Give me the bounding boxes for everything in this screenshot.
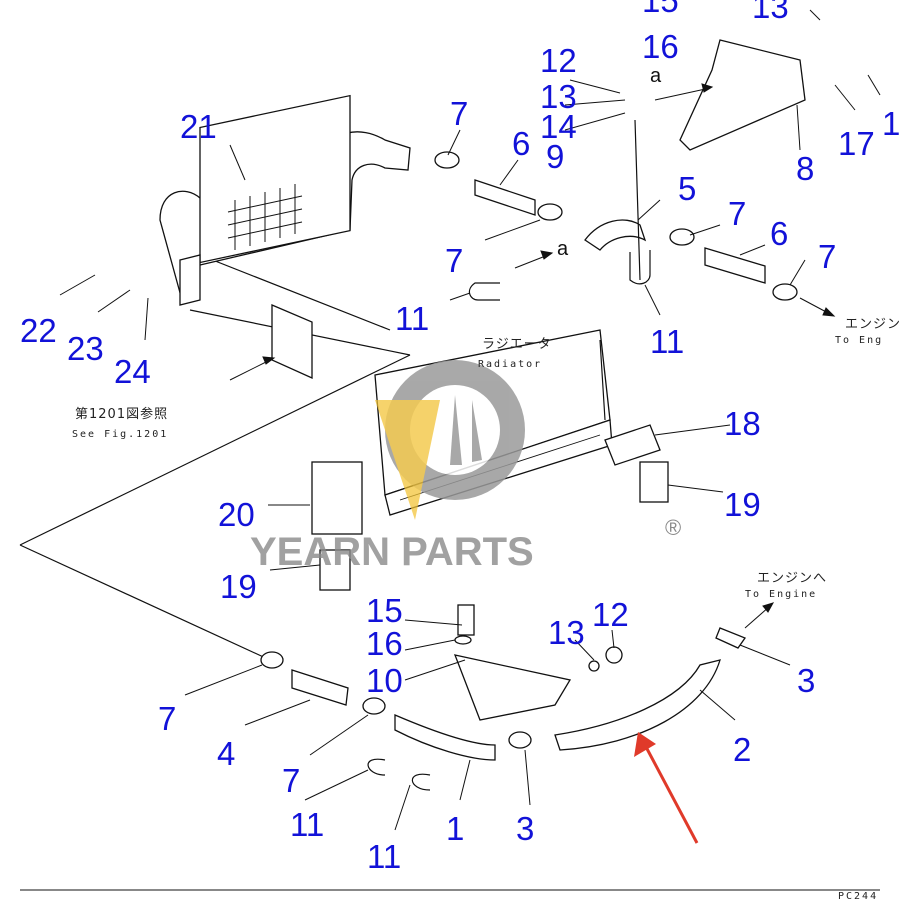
watermark-logo [375,360,525,520]
callout-7-a: 7 [450,95,468,132]
drawing-code: PC244 [838,891,878,900]
note-to-engine-bot-en: To Engine [745,589,817,600]
callout-1-bot: 1 [446,810,464,847]
callout-4: 4 [217,735,235,772]
marker-a-top: a [650,65,662,87]
u-bolt-top-right [629,250,651,285]
side-plate [271,304,313,380]
callout-13-bot: 13 [548,614,585,651]
pad-19-right [639,461,669,503]
callout-7-d: 7 [818,238,836,275]
callout-3-a: 3 [797,662,815,699]
callout-18: 18 [724,405,761,442]
u-bolt-top-left [468,282,500,301]
pad-20 [311,461,363,535]
callout-3-b: 3 [516,810,534,847]
callout-7-c: 7 [728,195,746,232]
callout-5: 5 [678,170,696,207]
callout-8: 8 [796,150,814,187]
callout-11-a: 11 [395,300,429,337]
callout-14: 14 [540,108,577,145]
u-bolt-bot-b [411,773,431,791]
callout-11-b: 11 [650,323,684,360]
callout-12-top: 12 [540,42,577,79]
callout-16-bot: 16 [366,625,403,662]
lower-assembly [260,604,747,761]
callout-7-e: 7 [158,700,176,737]
callout-15-bot: 15 [366,592,403,629]
callout-9: 9 [546,138,564,175]
callout-20: 20 [218,496,255,533]
top-hoses [434,151,798,301]
pad-18 [604,424,661,466]
callout-19-a: 19 [724,486,761,523]
callout-6-b: 6 [770,215,788,252]
callout-21: 21 [180,108,217,145]
callout-1-right: 1 [882,105,900,142]
callout-13-mid: 13 [540,78,577,115]
callout-19-b: 19 [220,568,257,605]
callout-17: 17 [838,125,875,162]
callout-11-c: 11 [290,806,324,843]
callout-11-d: 11 [367,838,401,875]
note-see-fig-jp: 第1201図参照 [75,406,168,422]
callouts: 15 13 12 16 13 14 9 17 1 8 21 7 6 7 5 7 … [20,0,900,875]
note-radiator-en: Radiator [478,359,542,370]
callout-7-b: 7 [445,242,463,279]
note-see-fig-en: See Fig.1201 [72,429,168,440]
callout-7-f: 7 [282,762,300,799]
pad-19-left [319,549,351,591]
shroud-assembly [159,94,411,306]
note-radiator-jp: ラジエータ [482,337,552,352]
note-to-engine-bot-jp: エンジンへ [757,571,827,586]
direction-arrows [229,83,836,629]
callout-15-top: 15 [642,0,679,19]
callout-10: 10 [366,662,403,699]
u-bolt-bot-a [367,758,386,776]
callout-2: 2 [733,731,751,768]
bracket [679,39,806,151]
watermark-text: YEARN PARTS [250,530,534,574]
callout-22: 22 [20,312,57,349]
callout-16-top: 16 [642,28,679,65]
marker-a-mid: a [557,238,569,260]
callout-6-a: 6 [512,125,530,162]
callout-13-top: 13 [752,0,789,25]
leader-lines [59,9,881,831]
callout-12-bot: 12 [592,596,629,633]
callout-24: 24 [114,353,151,390]
callout-23: 23 [67,330,104,367]
note-to-engine-top-jp: エンジン [845,317,900,332]
note-to-engine-top-en: To Eng [835,335,883,346]
highlight-arrow [634,732,699,844]
registered-mark: ® [665,515,681,540]
